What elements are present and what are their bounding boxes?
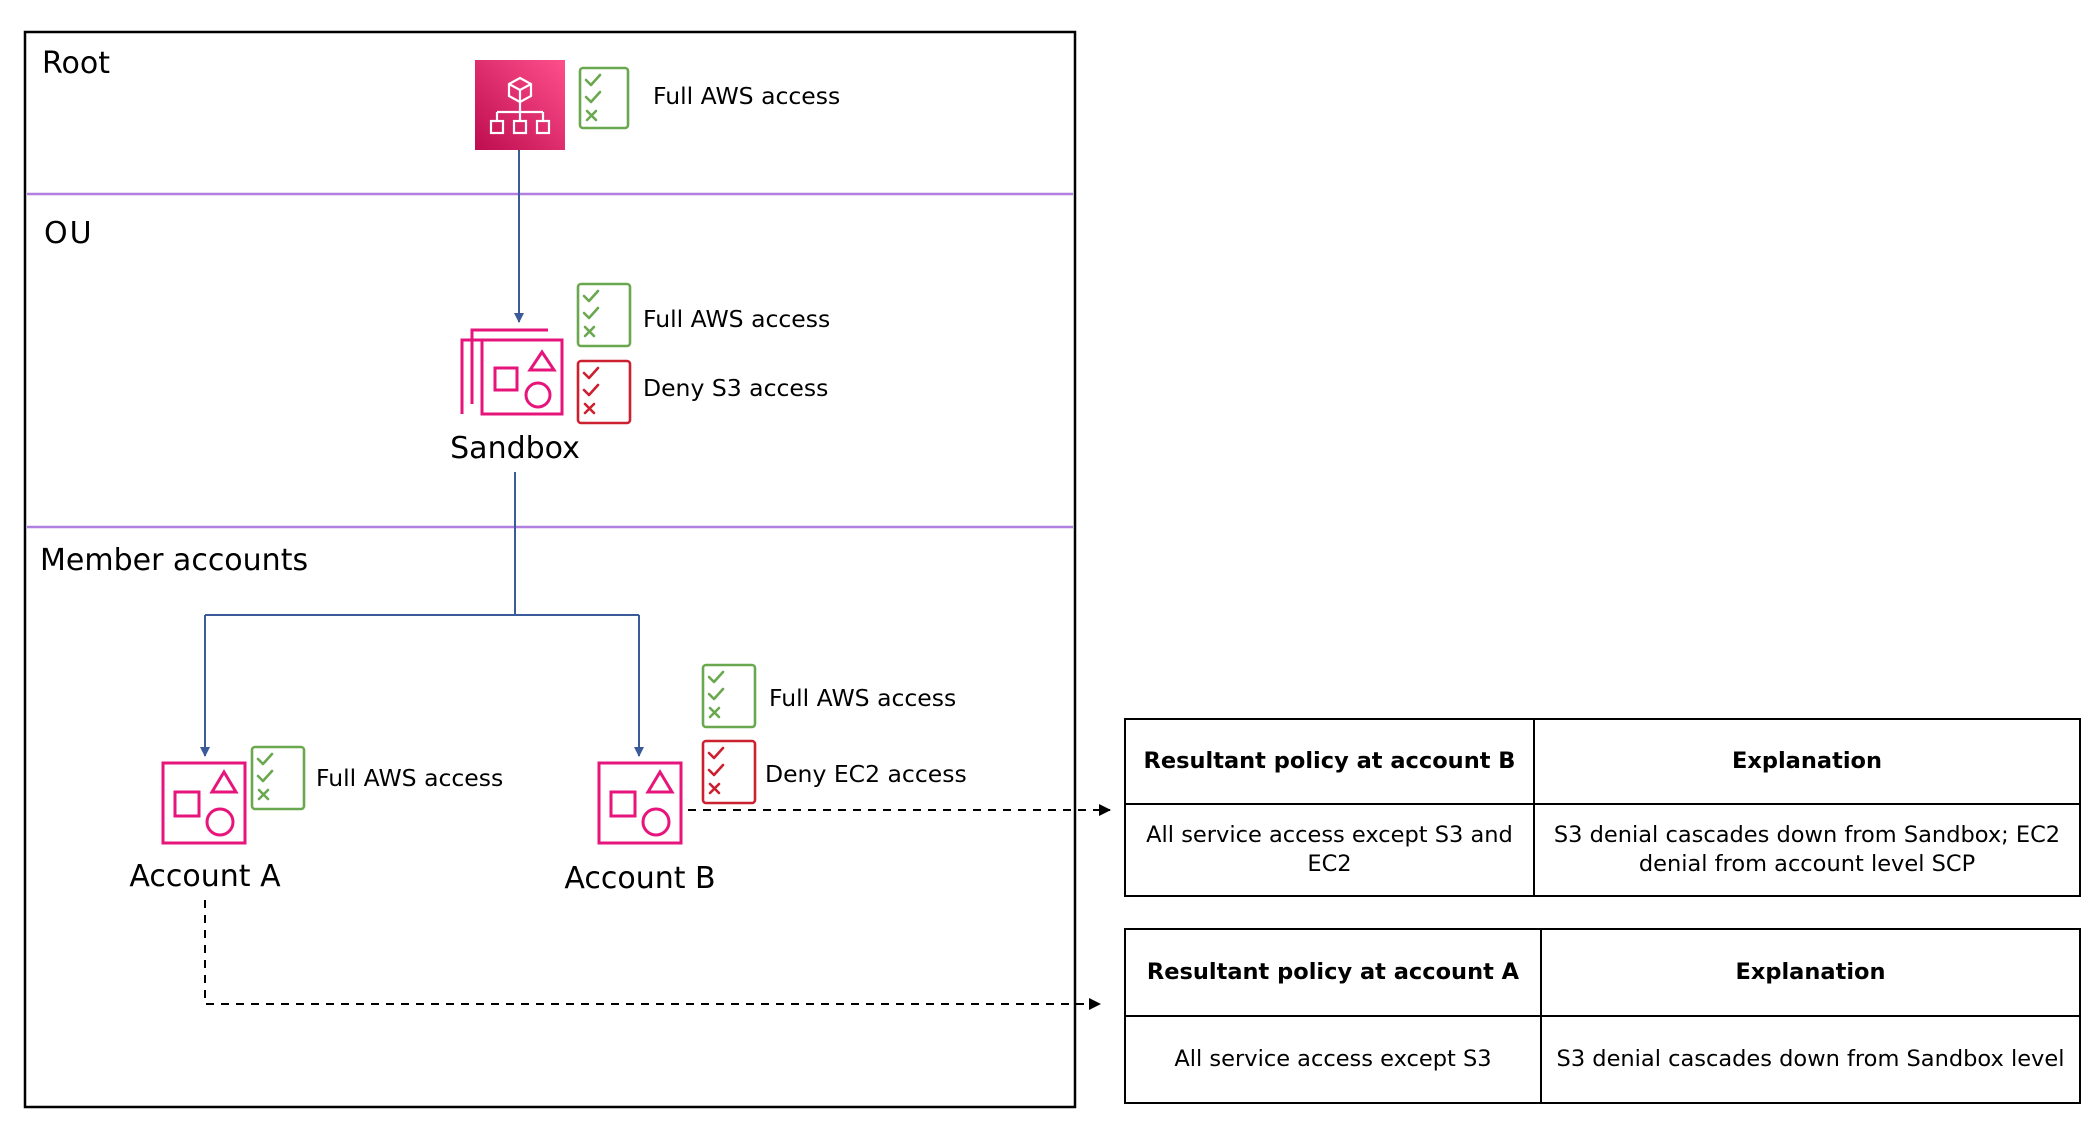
allow-policy-icon xyxy=(701,663,757,729)
account-b-policy-full-access-label: Full AWS access xyxy=(769,684,957,712)
organizations-icon xyxy=(475,60,565,150)
sandbox-label: Sandbox xyxy=(450,431,580,466)
table-cell: S3 denial cascades down from Sandbox; EC… xyxy=(1533,803,2081,897)
table-header-cell: Explanation xyxy=(1533,718,2081,805)
table-header-cell: Resultant policy at account B xyxy=(1124,718,1535,805)
account-icon xyxy=(161,761,247,845)
table-cell: S3 denial cascades down from Sandbox lev… xyxy=(1540,1015,2081,1104)
organizational-unit-icon xyxy=(460,328,564,416)
ou-policy-full-access-label: Full AWS access xyxy=(643,305,831,333)
deny-policy-icon xyxy=(576,359,632,425)
organization-frame xyxy=(23,30,1077,1109)
account-a-to-table-connector xyxy=(204,900,1101,1010)
section-label-member-accounts: Member accounts xyxy=(40,543,309,578)
account-b-label: Account B xyxy=(564,861,716,896)
table-header-row: Resultant policy at account A Explanatio… xyxy=(1124,928,2081,1017)
account-a-policy-full-access-label: Full AWS access xyxy=(316,764,504,792)
table-cell: All service access except S3 xyxy=(1124,1015,1542,1104)
allow-policy-icon xyxy=(250,745,306,811)
resultant-policy-table-account-a: Resultant policy at account A Explanatio… xyxy=(1124,928,2081,1104)
table-header-cell: Resultant policy at account A xyxy=(1124,928,1542,1017)
sandbox-to-accounts-connector xyxy=(205,472,639,616)
allow-policy-icon xyxy=(578,66,630,130)
table-header-row: Resultant policy at account B Explanatio… xyxy=(1124,718,2081,805)
section-label-root: Root xyxy=(42,46,110,81)
account-a-label: Account A xyxy=(129,859,281,894)
table-header-cell: Explanation xyxy=(1540,928,2081,1017)
account-b-policy-deny-ec2-label: Deny EC2 access xyxy=(765,760,967,788)
ou-policy-deny-s3-label: Deny S3 access xyxy=(643,374,829,402)
root-policy-full-access-label: Full AWS access xyxy=(653,82,841,110)
table-cell: All service access except S3 and EC2 xyxy=(1124,803,1535,897)
table-row: All service access except S3 S3 denial c… xyxy=(1124,1015,2081,1104)
resultant-policy-table-account-b: Resultant policy at account B Explanatio… xyxy=(1124,718,2081,897)
section-label-ou: OU xyxy=(44,216,94,251)
allow-policy-icon xyxy=(576,282,632,348)
account-icon xyxy=(597,761,683,845)
deny-policy-icon xyxy=(701,739,757,805)
table-row: All service access except S3 and EC2 S3 … xyxy=(1124,803,2081,897)
